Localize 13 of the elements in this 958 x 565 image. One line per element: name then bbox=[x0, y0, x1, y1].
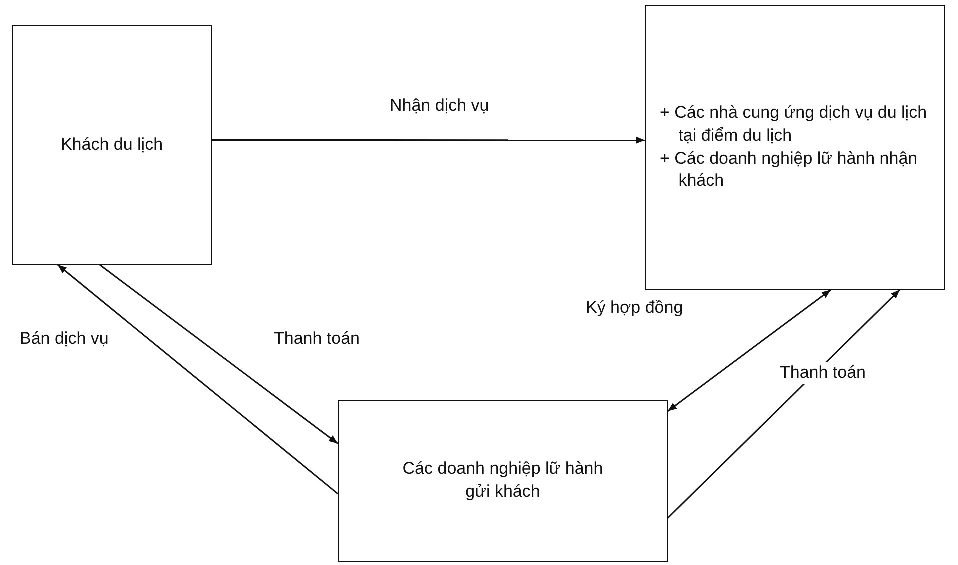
edge-label: Ký hợp đồng bbox=[584, 297, 686, 319]
arrow bbox=[668, 289, 832, 412]
process-box bbox=[12, 25, 212, 265]
process-box bbox=[645, 5, 945, 290]
arrow bbox=[58, 264, 338, 495]
node-text: + Các nhà cung ứng dịch vụ du lịch tại điểm du lịch bbox=[660, 102, 928, 147]
node-text: Các doanh nghiệp lữ hành gửi khách bbox=[402, 458, 604, 503]
arrow bbox=[667, 289, 901, 519]
node-text: Khách du lịch bbox=[60, 134, 164, 156]
arrow bbox=[100, 264, 338, 444]
process-box bbox=[338, 400, 668, 562]
node-text: + Các doanh nghiệp lữ hành nhận khách bbox=[660, 148, 919, 192]
arrow bbox=[212, 136, 645, 144]
